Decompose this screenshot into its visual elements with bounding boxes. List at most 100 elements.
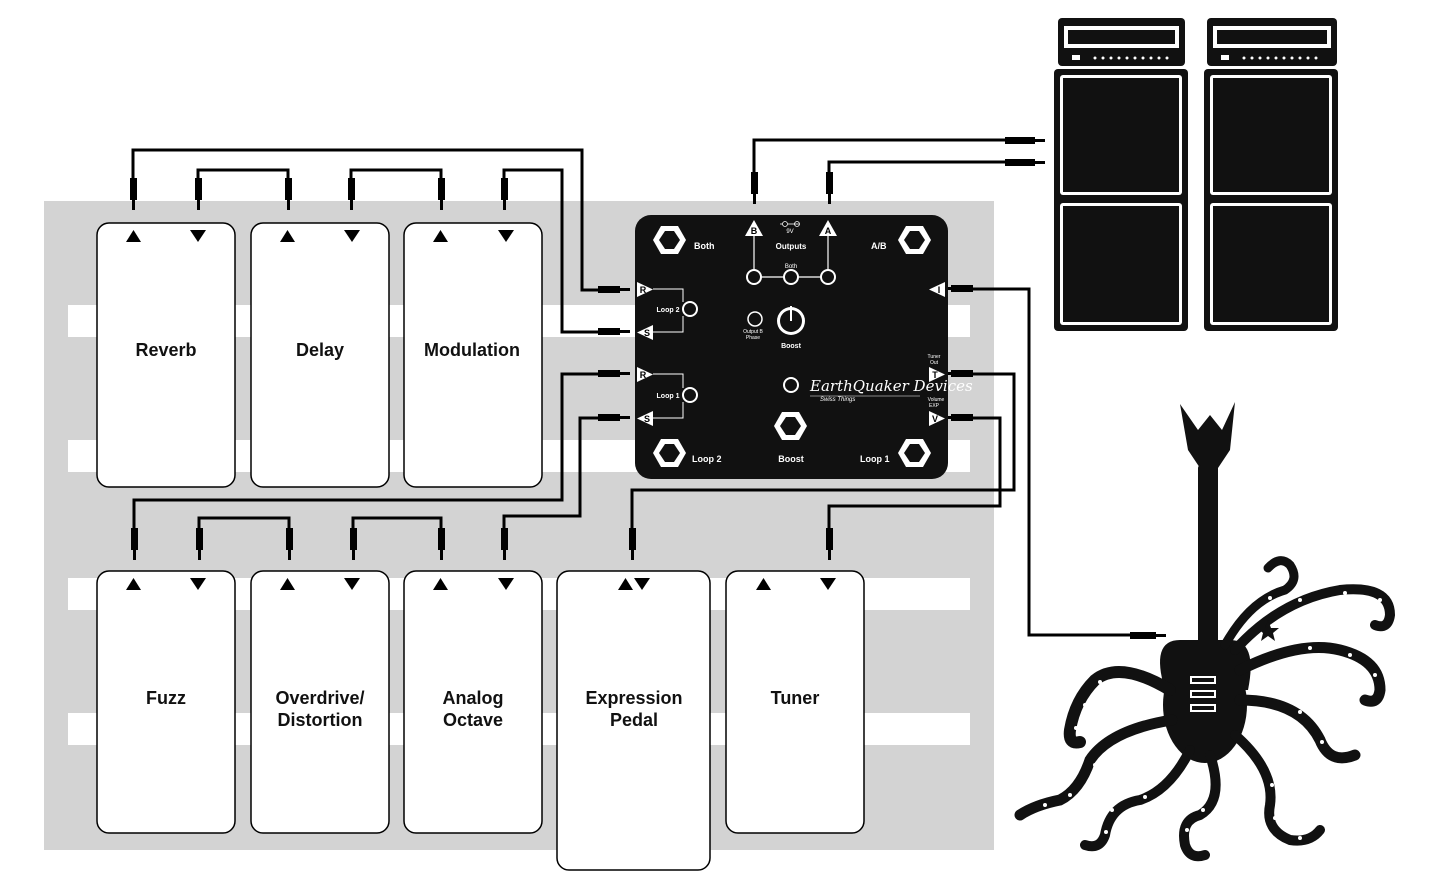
input-arrow-icon [280,230,295,242]
jack-label-s: S [644,414,650,424]
plug [501,528,508,560]
pedal-fuzz: Fuzz [96,570,236,834]
plug [1005,159,1045,166]
loop2-led-label: Loop 2 [657,307,680,314]
loop1-led-label: Loop 1 [657,393,680,400]
pedal-modulation: Modulation [403,222,543,488]
boost-knob [777,306,805,335]
pedal-label-overdrive: Overdrive/ [275,688,364,708]
plug [1130,632,1166,639]
pedal-analog-octave: Analog Octave [403,570,543,834]
pedal-label-octave: Octave [443,710,503,730]
plug [350,528,357,560]
phase-label-2: Phase [746,335,760,341]
plug [826,172,833,204]
output-arrow-icon [498,230,514,242]
outputs-both-label: Both [785,264,797,270]
pedal-expression: Expression Pedal [556,570,711,871]
input-arrow-icon [756,578,771,590]
jack-a-icon [819,220,837,236]
plug [1005,137,1045,144]
plug [598,328,630,335]
tuner-out-label-2: Out [930,360,939,366]
input-arrow-icon [126,230,141,242]
jack-r-loop2-icon [637,282,653,297]
phase-label-1: Output B [743,329,763,335]
volume-exp-label-1: Volume [928,397,945,403]
power-jack-icon [780,221,800,227]
boost-led [783,377,799,393]
jack-label-a: A [825,226,832,236]
pedal-label-fuzz: Fuzz [146,688,186,708]
pedal-tuner: Tuner [725,570,865,834]
output-arrow-icon [820,578,836,590]
footswitch-label-both: Both [694,241,715,251]
pedal-label-tuner: Tuner [771,688,820,708]
jack-label-r: R [640,370,647,380]
patch-cables [131,138,1132,637]
input-arrow-icon [126,578,141,590]
boost-knob-label: Boost [781,343,802,350]
jack-r-loop1-icon [637,367,653,382]
plug [598,370,630,377]
plug [501,178,508,210]
output-arrow-icon [634,578,650,590]
switcher-unit: Both A/B Loop 2 Boost Loop 1 B A 9V Outp… [635,215,973,479]
plug [195,178,202,210]
pedal-label-delay: Delay [296,340,344,360]
plug [598,414,630,421]
pedal-label-expression: Expression [585,688,682,708]
jack-label-s: S [644,328,650,338]
jack-i-icon [929,282,945,297]
jack-label-t: T [932,370,938,380]
plug [285,178,292,210]
footswitch-label-loop2: Loop 2 [692,454,722,464]
plug [348,178,355,210]
output-arrow-icon [344,578,360,590]
pedal-reverb: Reverb [96,222,236,488]
pedal-label-reverb: Reverb [135,340,196,360]
pedal-label-pedal: Pedal [610,710,658,730]
outputs-label: Outputs [776,242,807,251]
jack-s-loop2-icon [637,325,653,340]
power-label: 9V [786,229,793,235]
plug [598,286,630,293]
input-arrow-icon [280,578,295,590]
plug [196,528,203,560]
cable-plugs [130,137,1166,639]
input-arrow-icon [433,230,448,242]
jack-b-icon [745,220,763,236]
plug [826,528,833,560]
footswitch-label-boost: Boost [778,454,804,464]
input-arrow-icon [433,578,448,590]
octopus-guitar-illustration [1014,402,1396,862]
pedal-overdrive: Overdrive/ Distortion [250,570,390,834]
plug [286,528,293,560]
pedal-label-modulation: Modulation [424,340,520,360]
footswitch-label-loop1: Loop 1 [860,454,890,464]
plug [629,528,636,560]
jack-v-icon [929,411,945,426]
amp-stack-left [1054,18,1188,331]
plug [131,528,138,560]
plug [438,178,445,210]
input-arrow-icon [618,578,633,590]
pedal-label-distortion: Distortion [278,710,363,730]
jack-label-i: I [938,285,941,295]
plug [130,178,137,210]
amp-stack-right [1204,18,1338,331]
footswitch-label-ab: A/B [871,241,887,251]
pedal-delay: Delay [250,222,390,488]
plug [438,528,445,560]
output-arrow-icon [190,230,206,242]
output-arrow-icon [344,230,360,242]
brand-logo: EarthQuaker Devices [809,377,973,395]
jack-label-r: R [640,285,647,295]
jack-s-loop1-icon [637,411,653,426]
output-leds [746,236,836,285]
model-name: Swiss Things [820,397,855,403]
volume-exp-label-2: EXP [929,403,940,409]
loop-brackets [653,288,698,419]
jack-t-icon [929,367,945,382]
